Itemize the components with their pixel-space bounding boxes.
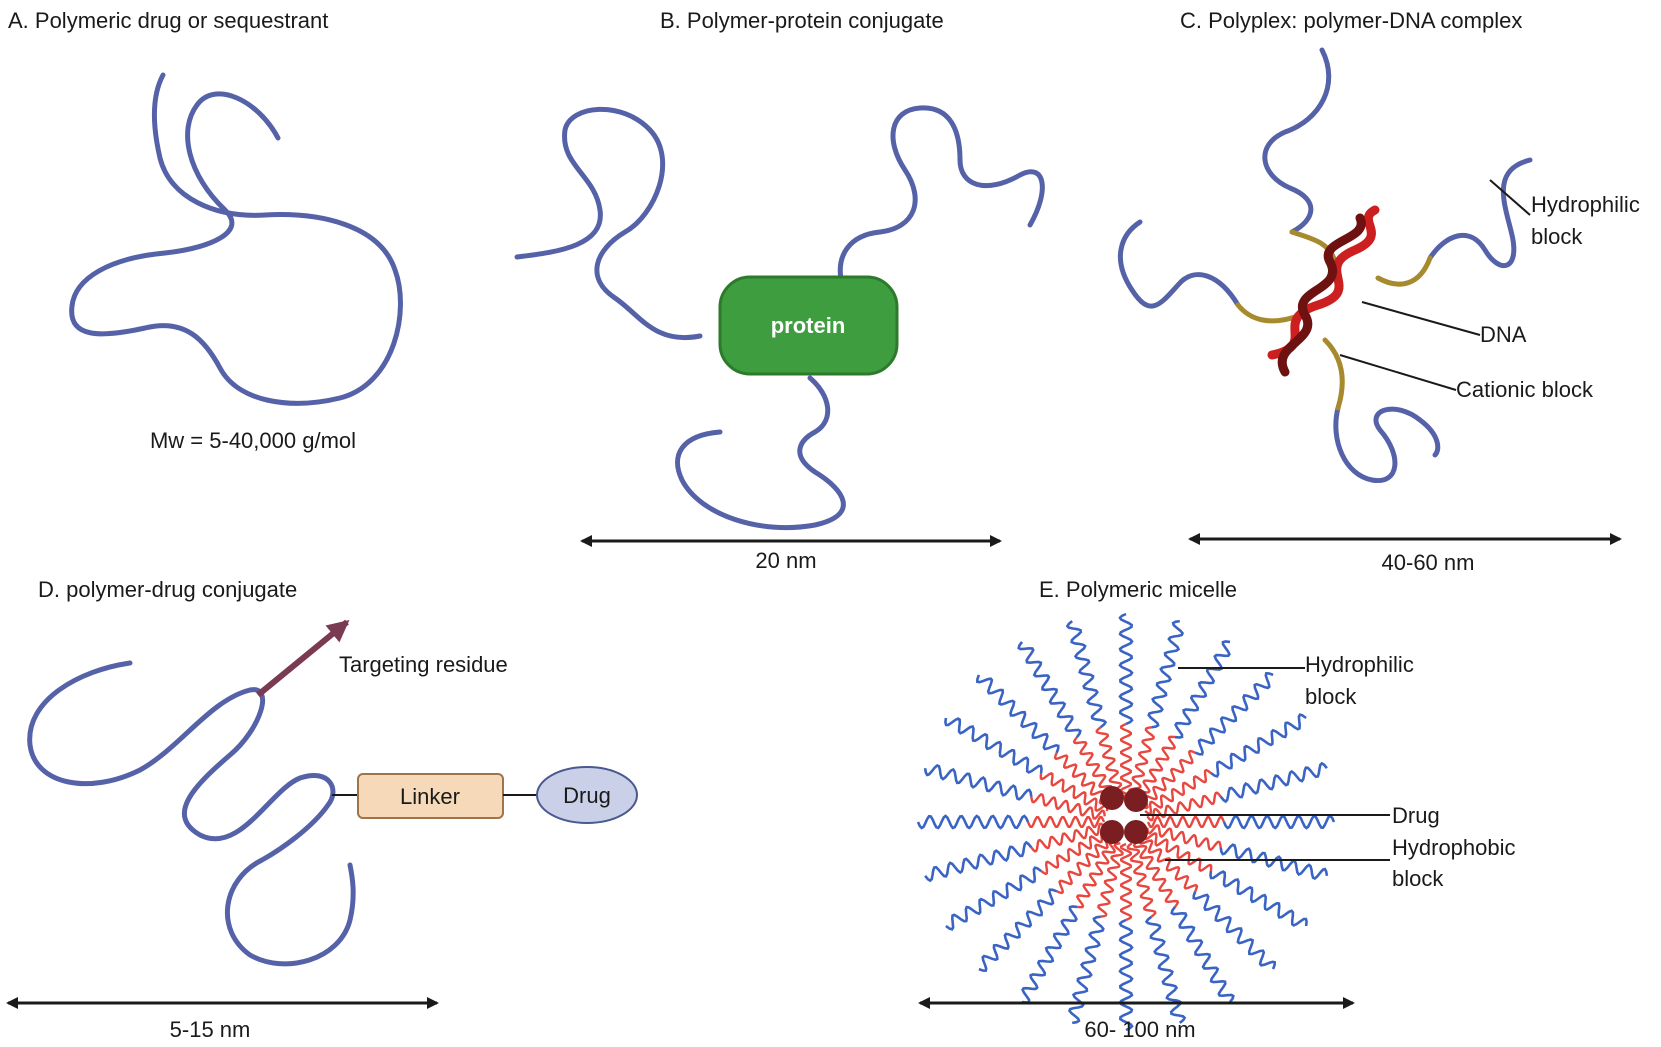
micelle-hydrophobic-chain [1146,816,1226,828]
micelle-hydrophilic-chain [924,840,1033,883]
micelle-hydrophilic-chain [1067,915,1105,1025]
micelle-hydrophobic-chain [1144,768,1212,816]
micelle-hydrophilic-chain [1210,713,1307,778]
micelle-hydrophobic-chain [1146,791,1222,822]
panel-b: B. Polymer-protein conjugate protein 20 … [514,8,1045,573]
panel-d-scale-label: 5-15 nm [170,1017,251,1042]
micelle-hydrophilic-chain [945,866,1042,931]
micelle-hydrophilic-chain [1147,619,1185,729]
panel-c-dna-label: DNA [1480,322,1527,347]
panel-e-hydrophobic-label-2: block [1392,866,1444,891]
micelle-hydrophilic-chain [1118,918,1134,1032]
targeting-arrow [256,619,350,698]
panel-c-hydrophilic-arm-top [1262,47,1332,235]
panel-c-hydrophilic-label-1: Hydrophilic [1531,192,1640,217]
drug-ellipse [536,766,638,824]
panel-c-cationic-block-left [1235,302,1301,324]
micelle-hydrophilic-chain [916,814,1030,830]
micelle-hydrophobic-chain [1096,842,1124,918]
panel-c-cationic-label: Cationic block [1456,377,1594,402]
panel-c-hydrophilic-label-2: block [1531,224,1583,249]
panel-c-hydrophilic-arm-bottom [1333,405,1441,483]
panel-a-polymer-coil [69,72,403,406]
micelle-hydrophilic-chain [1219,761,1328,804]
panel-e-hydrophilic-label-1: Hydrophilic [1305,652,1414,677]
panel-c-cationic-leader [1339,354,1457,391]
targeting-label: Targeting residue [339,652,508,677]
panel-b-polymer-chain-1 [514,106,703,341]
micelle-hydrophilic-chain [1222,814,1336,830]
panel-e: E. Polymeric micelle Hydrophilic block D… [916,577,1516,1042]
protein-label: protein [771,313,846,338]
panel-c-cationic-block-bottom [1322,337,1345,411]
micelle-hydrophilic-chain [1219,843,1329,881]
protein-block [718,275,899,376]
panel-c-title: C. Polyplex: polymer-DNA complex [1180,8,1522,33]
panel-c: C. Polyplex: polymer-DNA complex Hydroph… [1117,8,1640,575]
micelle-hydrophobic-chain [1120,842,1132,922]
panel-e-scale-label: 60- 100 nm [1084,1017,1195,1042]
panel-d-drug-label: Drug [563,783,611,808]
micelle-hydrophobic-chain [1039,771,1109,813]
micelle-hydrophilic-chain [1209,870,1308,927]
micelle-drug-particle [1124,820,1148,844]
micelle-hydrophobic-chain [1132,840,1180,908]
panel-e-hydrophobic-label-1: Hydrophobic [1392,835,1516,860]
micelle-hydrophobic-chain [1026,816,1106,828]
micelle-hydrophilic-chain [1170,906,1235,1003]
panel-b-scale-label: 20 nm [755,548,816,573]
micelle-hydrophilic-chain [944,717,1043,774]
panel-c-scale-label: 40-60 nm [1382,550,1475,575]
micelle-drug-particle [1100,786,1124,810]
panel-b-polymer-chain-3 [675,375,846,531]
micelle [916,612,1336,1032]
panel-b-title: B. Polymer-protein conjugate [660,8,944,33]
micelle-hydrophilic-chain [1194,671,1274,756]
micelle-hydrophobic-chain [1030,792,1106,820]
dna-strand-2 [1277,213,1366,377]
panel-d-polymer-chain [27,660,356,967]
panel-c-dna-leader [1361,301,1481,336]
panel-c-hydrophilic-arm-left [1117,219,1241,309]
micelle-hydrophobic-chain [1143,831,1213,873]
micelle-hydrophilic-chain [1144,915,1187,1024]
panel-e-title: E. Polymeric micelle [1039,577,1237,602]
micelle-hydrophilic-chain [1192,890,1277,970]
micelle-hydrophilic-chain [1021,905,1078,1004]
panel-e-drug-label: Drug [1392,803,1440,828]
panel-c-cationic-block-right [1375,255,1433,287]
micelle-hydrophilic-chain [1118,612,1134,726]
micelle-hydrophilic-chain [975,674,1060,754]
micelle-hydrophobic-chain [1030,822,1106,853]
panel-d-title: D. polymer-drug conjugate [38,577,297,602]
dna-strand-1 [1267,205,1380,360]
micelle-hydrophobic-chain [1126,842,1157,918]
micelle-hydrophobic-chain [1056,834,1111,895]
micelle-hydrophilic-chain [923,763,1033,801]
linker-label: Linker [400,784,460,809]
micelle-hydrophobic-chain [1120,722,1132,802]
panel-c-cationic-block-top [1289,229,1338,265]
micelle-hydrophilic-chain [1065,620,1108,729]
panel-a: A. Polymeric drug or sequestrant Mw = 5-… [8,8,403,453]
micelle-hydrophobic-chain [1141,749,1196,810]
micelle-hydrophobic-chain [1075,839,1117,909]
micelle-drug-particle [1100,820,1124,844]
panel-a-title: A. Polymeric drug or sequestrant [8,8,328,33]
panel-d: D. polymer-drug conjugate Targeting resi… [6,577,638,1042]
micelle-hydrophilic-chain [1174,640,1231,739]
micelle-hydrophilic-chain [1017,641,1082,738]
micelle-hydrophilic-chain [978,888,1058,973]
micelle-hydrophobic-chain [1146,824,1222,852]
panel-b-polymer-chain-2 [837,105,1045,287]
micelle-hydrophobic-chain [1040,828,1108,876]
micelle-hydrophobic-chain [1138,837,1199,892]
micelle-drug-particle [1124,788,1148,812]
panel-c-hydrophilic-arm-right [1427,157,1533,269]
panel-e-hydrophilic-label-2: block [1305,684,1357,709]
panel-a-mw-label: Mw = 5-40,000 g/mol [150,428,356,453]
panel-c-hydrophilic-leader [1489,179,1531,216]
